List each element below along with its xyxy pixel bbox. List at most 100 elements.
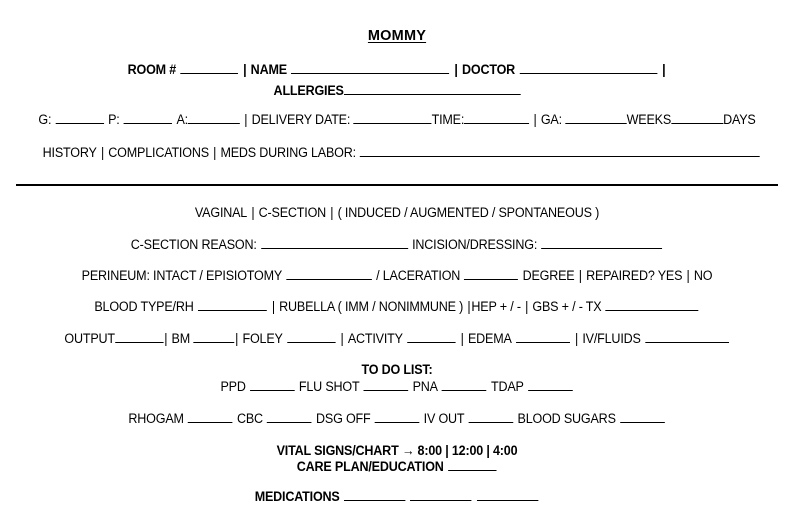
rubella-options[interactable]: RUBELLA ( IMM / NONIMMUNE ) (279, 299, 464, 315)
laceration-degree-input[interactable] (464, 268, 519, 281)
arrow-icon: → (401, 443, 415, 458)
care-plan-row: CARE PLAN/EDUCATION (28, 459, 766, 474)
pna-input[interactable] (442, 379, 487, 392)
csection-reason-row: C-SECTION REASON: INCISION/DRESSING: (28, 237, 766, 252)
meds-during-labor-input[interactable] (360, 145, 761, 158)
vital-signs-times[interactable]: 8:00 | 12:00 | 4:00 (417, 443, 518, 458)
todo-list-heading: TO DO LIST: (28, 362, 766, 377)
flu-shot-input[interactable] (363, 379, 409, 392)
separator-pipe: | (330, 205, 334, 220)
iv-out-input[interactable] (468, 411, 514, 424)
weeks-label: WEEKS (626, 112, 672, 128)
allergies-input[interactable] (343, 83, 521, 96)
care-plan-label: CARE PLAN/EDUCATION (296, 459, 444, 475)
separator-pipe: | (340, 331, 344, 347)
cbc-input[interactable] (267, 411, 312, 424)
blood-type-rh-input[interactable] (197, 299, 267, 312)
hepatitis-options[interactable]: HEP + / - (471, 299, 521, 315)
name-input[interactable] (291, 62, 450, 75)
rhogam-input[interactable] (188, 411, 233, 424)
time-label: TIME: (431, 112, 465, 128)
delivery-date-input[interactable] (353, 112, 432, 125)
medication-input-1[interactable] (343, 489, 406, 502)
history-label: HISTORY (42, 145, 97, 161)
iv-fluids-input[interactable] (644, 331, 729, 344)
csection-reason-input[interactable] (260, 237, 408, 250)
separator-pipe: | (213, 145, 217, 161)
medication-input-3[interactable] (476, 489, 539, 502)
csection-option[interactable]: C-SECTION (258, 205, 327, 220)
page-title-text: MOMMY (367, 28, 427, 44)
perineum-label: PERINEUM: INTACT / EPISIOTOMY (81, 268, 283, 284)
gravida-label: G: (38, 112, 52, 128)
tdap-label: TDAP (490, 379, 524, 395)
doctor-input[interactable] (519, 62, 657, 75)
para-input[interactable] (123, 112, 173, 125)
edema-input[interactable] (515, 331, 570, 344)
delivery-type-row: VAGINAL | C-SECTION | ( INDUCED / AUGMEN… (28, 205, 766, 220)
edema-label: EDEMA (467, 331, 512, 347)
episiotomy-input[interactable] (286, 268, 372, 281)
header-row-gpa-delivery: G: P: A: | DELIVERY DATE: TIME: | GA: WE… (28, 112, 766, 127)
gbs-options[interactable]: GBS + / - TX (532, 299, 602, 315)
ga-days-input[interactable] (671, 112, 724, 125)
blood-sugars-input[interactable] (620, 411, 665, 424)
header-row-history: HISTORY | COMPLICATIONS | MEDS DURING LA… (28, 145, 766, 160)
repaired-yes-option[interactable]: REPAIRED? YES (586, 268, 683, 284)
tdap-input[interactable] (527, 379, 573, 392)
rhogam-label: RHOGAM (128, 411, 184, 427)
header-row-room-name-doctor: ROOM # | NAME | DOCTOR | (28, 62, 766, 77)
days-label: DAYS (723, 112, 756, 128)
separator-pipe: | (460, 331, 464, 347)
separator-pipe: | (235, 331, 239, 347)
labor-onset-options[interactable]: ( INDUCED / AUGMENTED / SPONTANEOUS ) (337, 205, 600, 220)
ppd-input[interactable] (249, 379, 295, 392)
labs-row: BLOOD TYPE/RH | RUBELLA ( IMM / NONIMMUN… (28, 299, 766, 314)
repaired-no-option[interactable]: NO (693, 268, 713, 284)
cbc-label: CBC (236, 411, 263, 427)
separator-pipe: | (578, 268, 582, 284)
time-input[interactable] (464, 112, 530, 125)
ga-weeks-input[interactable] (565, 112, 627, 125)
meds-during-labor-label: MEDS DURING LABOR: (220, 145, 356, 161)
incision-dressing-input[interactable] (541, 237, 663, 250)
output-input[interactable] (114, 331, 164, 344)
medications-row: MEDICATIONS (28, 489, 766, 504)
output-label: OUTPUT (64, 331, 115, 347)
vital-signs-row: VITAL SIGNS/CHART → 8:00 | 12:00 | 4:00 (28, 443, 766, 458)
complications-label: COMPLICATIONS (108, 145, 209, 161)
todo-list-heading-text: TO DO LIST: (361, 362, 433, 377)
gravida-input[interactable] (55, 112, 104, 125)
abortions-label: A: (176, 112, 188, 128)
abortions-input[interactable] (187, 112, 241, 125)
foley-input[interactable] (286, 331, 336, 344)
separator-pipe: | (243, 62, 247, 78)
gbs-tx-input[interactable] (605, 299, 699, 312)
room-number-input[interactable] (180, 62, 238, 75)
iv-fluids-label: IV/FLUIDS (582, 331, 641, 347)
delivery-date-label: DELIVERY DATE: (251, 112, 351, 128)
blood-type-rh-label: BLOOD TYPE/RH (94, 299, 194, 315)
todo-row-2: RHOGAM CBC DSG OFF IV OUT BLOOD SUGARS (28, 411, 766, 426)
care-plan-input[interactable] (447, 459, 497, 472)
separator-pipe: | (575, 331, 579, 347)
separator-pipe: | (467, 299, 471, 315)
separator-pipe: | (271, 299, 275, 315)
medication-input-2[interactable] (410, 489, 472, 502)
separator-pipe: | (251, 205, 255, 220)
gestational-age-label: GA: (540, 112, 562, 128)
separator-pipe: | (525, 299, 529, 315)
laceration-label: / LACERATION (376, 268, 461, 284)
activity-input[interactable] (407, 331, 456, 344)
medications-label: MEDICATIONS (254, 489, 340, 505)
dsg-off-label: DSG OFF (316, 411, 371, 427)
dsg-off-input[interactable] (374, 411, 420, 424)
separator-pipe: | (454, 62, 458, 78)
separator-pipe: | (686, 268, 690, 284)
iv-out-label: IV OUT (423, 411, 465, 427)
flu-shot-label: FLU SHOT (298, 379, 360, 395)
vaginal-option[interactable]: VAGINAL (194, 205, 248, 220)
allergies-label: ALLERGIES (273, 83, 344, 99)
bm-input[interactable] (193, 331, 235, 344)
output-row: OUTPUT| BM | FOLEY | ACTIVITY | EDEMA | … (28, 331, 766, 346)
